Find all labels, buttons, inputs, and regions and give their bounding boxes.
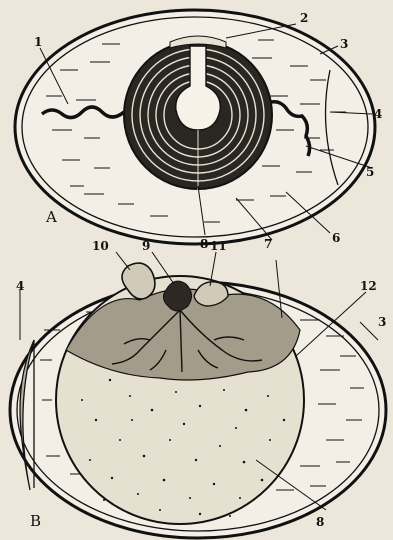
callout-a8: 8	[200, 237, 208, 251]
callout-a4: 4	[374, 107, 382, 121]
callout-a3: 3	[340, 37, 348, 51]
panel-label-b: B	[30, 512, 41, 530]
callout-b4: 4	[16, 279, 24, 293]
callout-b3: 3	[378, 315, 386, 329]
callout-a6: 6	[332, 231, 340, 245]
callout-b12: 12	[360, 279, 377, 293]
callout-a2: 2	[300, 11, 308, 25]
callout-a1: 1	[34, 35, 42, 49]
callout-b9: 9	[142, 239, 150, 253]
panel-label-a: A	[45, 208, 57, 226]
callout-b8: 8	[316, 515, 324, 529]
callout-b10: 10	[92, 239, 109, 253]
callout-a5: 5	[366, 165, 374, 179]
callout-a7: 7	[264, 237, 272, 251]
callout-b11: 11	[210, 239, 227, 253]
